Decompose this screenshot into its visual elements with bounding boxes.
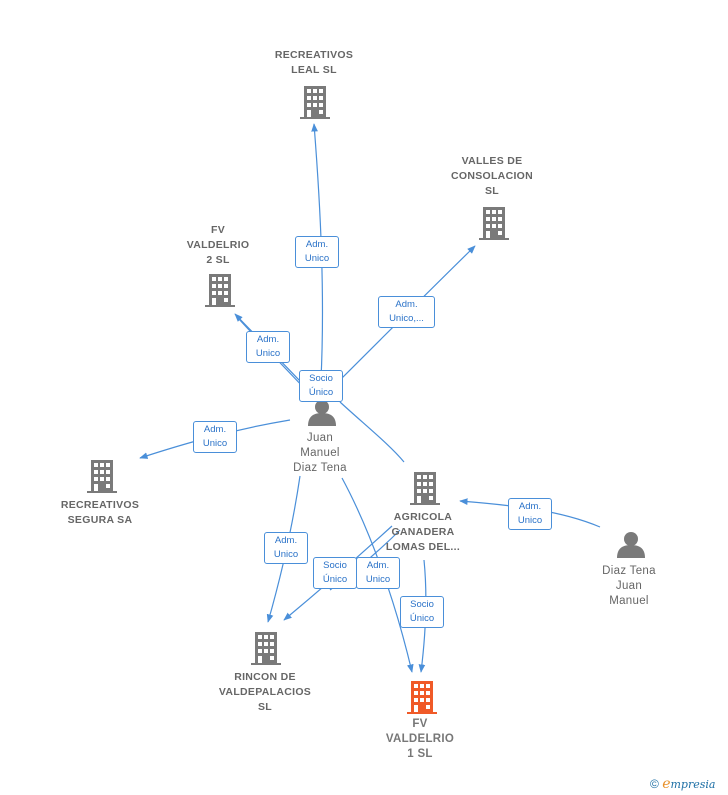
node-label-recreativos-leal[interactable]: RECREATIVOS LEAL SL	[274, 49, 354, 76]
building-icon-agricola-ganadera[interactable]	[410, 472, 440, 505]
building-icon-fv-valdelrio-2[interactable]	[205, 274, 235, 307]
edge-label-socio-unico[interactable]: Socio Único	[313, 557, 357, 589]
edge-label-socio-unico[interactable]: Socio Único	[299, 370, 343, 402]
edge-label-adm-unico[interactable]: Adm. Unico	[264, 532, 308, 564]
person-icon-diaz-tena-juan[interactable]	[617, 532, 645, 558]
node-label-juan-manuel[interactable]: Juan Manuel Diaz Tena	[293, 432, 347, 474]
edge-label-adm-unico[interactable]: Adm. Unico	[508, 498, 552, 530]
node-label-fv-valdelrio-2[interactable]: FV VALDELRIO 2 SL	[186, 224, 250, 266]
node-label-valles-consolacion[interactable]: VALLES DE CONSOLACION SL	[450, 155, 534, 197]
node-label-fv-valdelrio-1[interactable]: FV VALDELRIO 1 SL	[385, 718, 455, 760]
building-icon-recreativos-segura[interactable]	[87, 460, 117, 493]
person-icon-juan-manuel[interactable]	[308, 400, 336, 426]
edge-label-adm-unico-multi[interactable]: Adm. Unico,...	[378, 296, 435, 328]
building-icon-valles-consolacion[interactable]	[479, 207, 509, 240]
edge-label-adm-unico[interactable]: Adm. Unico	[295, 236, 339, 268]
node-label-agricola-ganadera[interactable]: AGRICOLA GANADERA LOMAS DEL...	[385, 511, 461, 553]
edge-juan-to-agricola	[339, 401, 405, 463]
empresia-logo[interactable]: empresia	[662, 776, 716, 792]
building-icon-rincon-valdepalacios[interactable]	[251, 632, 281, 665]
copyright-footer: © empresia	[650, 776, 715, 792]
node-label-recreativos-segura[interactable]: RECREATIVOS SEGURA SA	[60, 499, 140, 526]
edge-label-socio-unico[interactable]: Socio Único	[400, 596, 444, 628]
node-label-diaz-tena-juan[interactable]: Diaz Tena Juan Manuel	[602, 565, 656, 607]
copyright-icon: ©	[650, 777, 659, 791]
node-label-rincon-valdepalacios[interactable]: RINCON DE VALDEPALACIOS SL	[218, 671, 312, 713]
edge-label-adm-unico[interactable]: Adm. Unico	[246, 331, 290, 363]
building-icon-fv-valdelrio-1[interactable]	[407, 681, 437, 714]
edge-label-adm-unico[interactable]: Adm. Unico	[356, 557, 400, 589]
building-icon-recreativos-leal[interactable]	[300, 86, 330, 119]
edge-label-adm-unico[interactable]: Adm. Unico	[193, 421, 237, 453]
